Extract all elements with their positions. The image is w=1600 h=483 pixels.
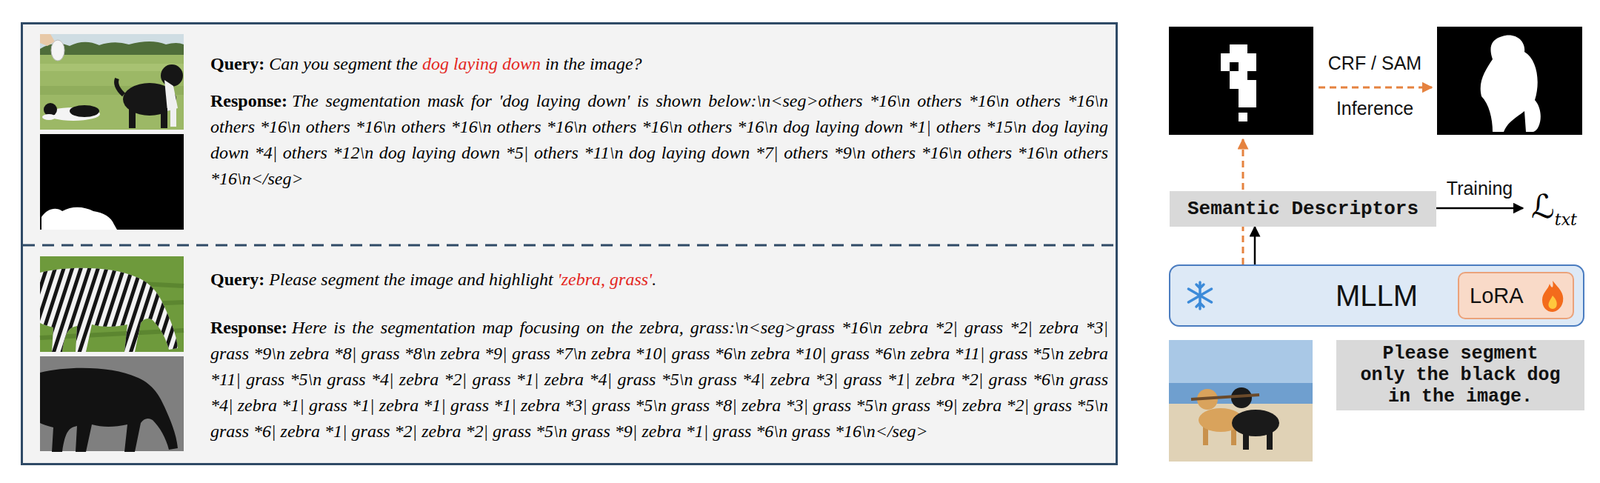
- two-dogs-photo-part: [1168, 403, 1313, 462]
- snowflake-icon-part: [1198, 282, 1202, 309]
- lora-box: LoRA: [1457, 271, 1575, 320]
- zebra-photo-part: [40, 268, 178, 352]
- text-wrap: Please segment only the black dog in the…: [1357, 342, 1564, 408]
- text-wrap: ℒtxt: [1531, 188, 1578, 232]
- node-text: Semantic Descriptors: [1187, 197, 1419, 220]
- refined-mask: [1437, 26, 1583, 135]
- response-text: Here is the segmentation map focusing on…: [210, 317, 1109, 441]
- two-dogs-photo-part: [1231, 409, 1280, 437]
- step-label: CRF / SAM: [1328, 51, 1422, 75]
- node-text: MLLM: [1335, 279, 1418, 312]
- zebra-mask: [40, 356, 184, 452]
- flame-icon-part: [1542, 280, 1563, 312]
- dog-photo-part: [164, 80, 178, 112]
- dog-photo-part: [160, 108, 168, 129]
- zebra-photo-part: [40, 268, 178, 352]
- zebra-photo: [40, 256, 184, 352]
- query-target: 'zebra, grass': [557, 269, 653, 289]
- flame-icon: [1542, 280, 1563, 312]
- text-wrap: Semantic Descriptors: [1187, 197, 1419, 220]
- refined-mask-part: [1437, 26, 1583, 135]
- zebra-mask-part: [40, 368, 178, 452]
- dog-photo-part: [128, 108, 136, 129]
- snowflake-icon-part: [1188, 288, 1212, 303]
- prompt-box: Please segment only the black dog in the…: [1336, 340, 1585, 411]
- query-text: Can you segment the: [268, 54, 418, 74]
- query-text: in the image?: [545, 54, 643, 74]
- text-paragraph: Query:Can you segment thedog laying down…: [210, 51, 1109, 78]
- connector: [1242, 226, 1245, 265]
- query-label: Query:: [210, 269, 265, 289]
- node-text: Please segment only the black dog in the…: [1360, 342, 1560, 408]
- step-label: Inference: [1336, 97, 1414, 120]
- dog-photo-part: [69, 105, 100, 118]
- dog-photo-part: [51, 40, 65, 61]
- zebra-mask-part: [40, 356, 184, 452]
- text-paragraph: Response:Here is the segmentation map fo…: [210, 314, 1109, 445]
- dashed-separator: [22, 244, 1116, 247]
- text-paragraph: Query:Please segment the image and highl…: [210, 266, 1109, 293]
- response-label: Response:: [210, 317, 288, 338]
- snowflake-icon-part: [1188, 288, 1212, 303]
- coarse-mask-part: [1220, 44, 1257, 108]
- dog-photo-part: [40, 34, 184, 130]
- dog-mask-part: [40, 134, 184, 230]
- connector: [1254, 226, 1257, 265]
- coarse-mask: [1168, 26, 1314, 135]
- coarse-mask-part: [1238, 112, 1248, 122]
- dog-photo: [40, 34, 184, 130]
- edge-label: Training: [1446, 177, 1513, 200]
- response-label: Response:: [210, 91, 288, 111]
- node-text: LoRA: [1469, 283, 1524, 308]
- example-panel: Query:Can you segment thedog laying down…: [20, 22, 1118, 466]
- text-wrap: LoRA: [1469, 282, 1524, 309]
- dog-mask-part: [41, 207, 118, 230]
- two-dogs-photo: [1168, 340, 1313, 462]
- panel-ground: [20, 22, 1118, 466]
- flame-icon-part: [1548, 295, 1557, 309]
- zebra-photo-part: [40, 256, 184, 352]
- model-box: MLLM LoRA: [1168, 264, 1585, 327]
- node-text: txt: [1554, 210, 1578, 229]
- dog-photo-part: [160, 64, 183, 87]
- node-text: ℒ: [1531, 187, 1555, 226]
- snowflake-icon: [1188, 282, 1212, 309]
- coarse-mask-part: [1229, 62, 1239, 72]
- query-target: dog laying down: [422, 54, 541, 74]
- query-text: .: [651, 269, 657, 289]
- two-dogs-photo-part: [1168, 340, 1313, 462]
- loss-symbol: ℒtxt: [1525, 186, 1583, 233]
- two-dogs-photo-part: [1191, 394, 1260, 400]
- dog-photo-part: [170, 108, 177, 127]
- mask-output-arrow: [1242, 139, 1245, 190]
- descriptor-box: Semantic Descriptors: [1169, 191, 1437, 227]
- connector: [1436, 207, 1523, 210]
- dog-photo-part: [40, 63, 184, 72]
- text-wrap: MLLM: [1335, 278, 1418, 313]
- dog-photo-part: [116, 78, 124, 95]
- dog-mask: [40, 134, 184, 230]
- text-paragraph: Response:The segmentation mask for 'dog …: [210, 88, 1109, 192]
- inference-arrow: [1318, 86, 1432, 89]
- coarse-mask-part: [1168, 26, 1314, 135]
- dog-photo-part: [42, 114, 56, 120]
- snowflake-icon-part: [1196, 284, 1204, 307]
- query-label: Query:: [210, 54, 265, 74]
- query-text: Please segment the image and highlight: [268, 269, 553, 289]
- refined-mask-part: [1480, 35, 1541, 132]
- response-text: The segmentation mask for 'dog laying do…: [210, 91, 1109, 189]
